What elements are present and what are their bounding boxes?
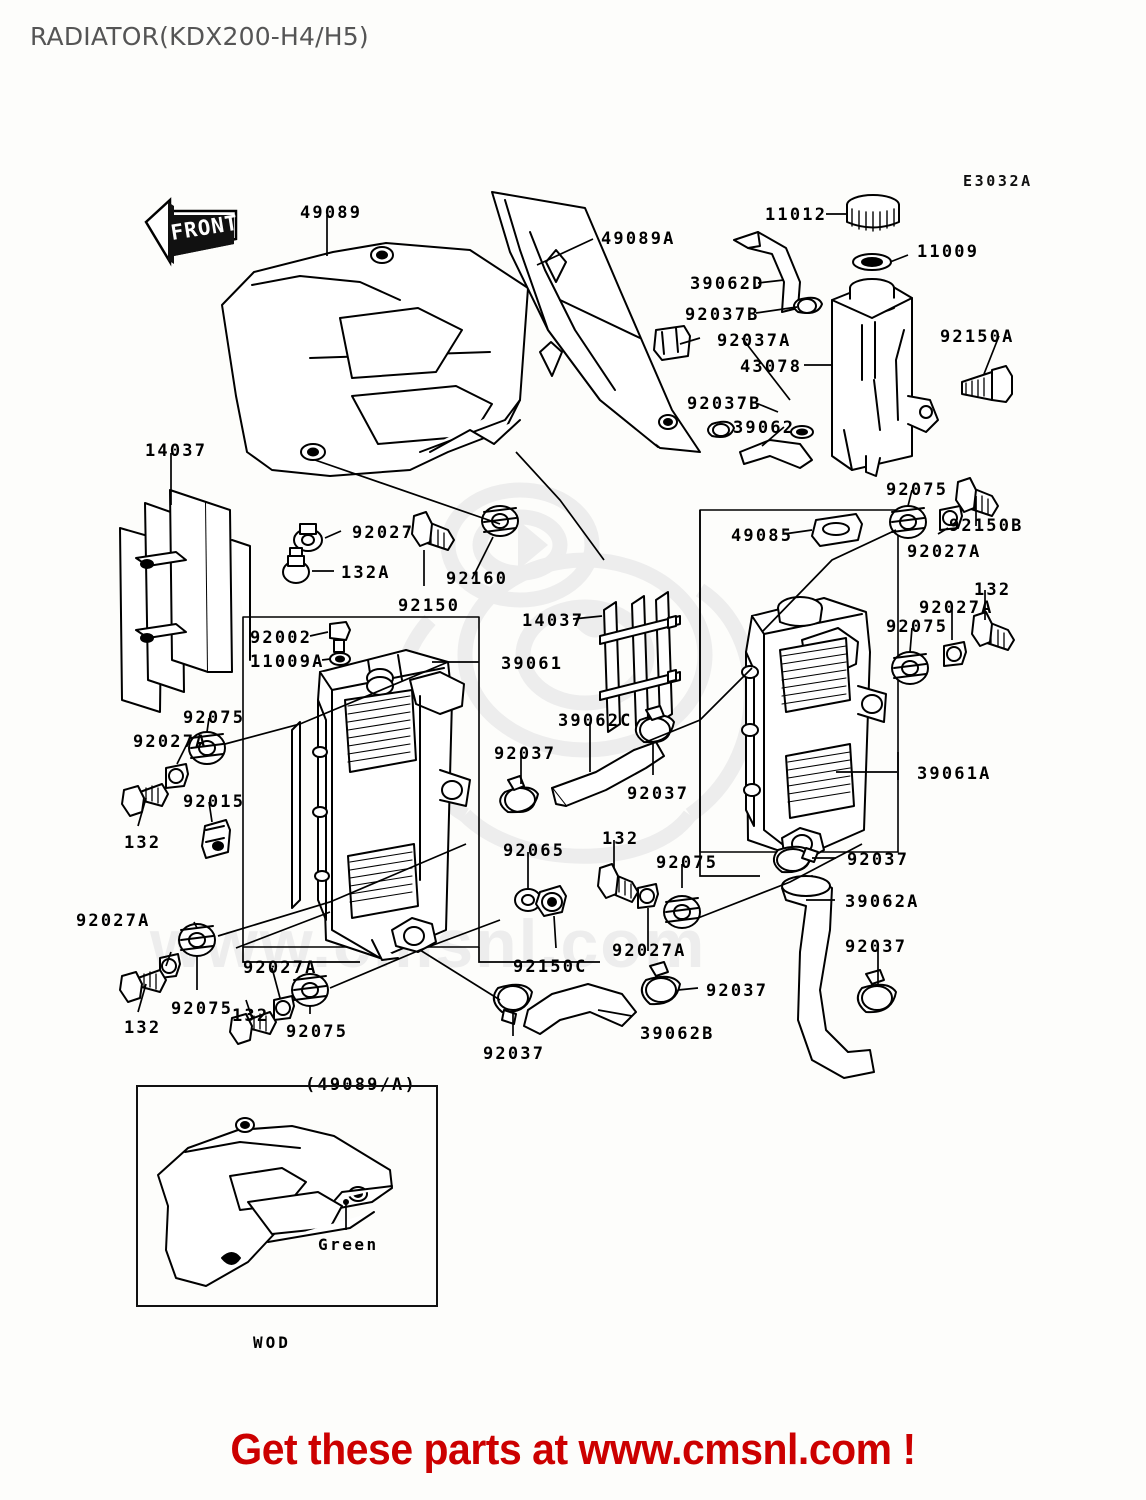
part-callout-92037b[interactable]: 92037B — [685, 305, 760, 325]
part-callout-92027a[interactable]: 92027A — [612, 941, 687, 961]
part-callout-39062[interactable]: 39062 — [733, 418, 796, 438]
part-callout-92037[interactable]: 92037 — [483, 1044, 546, 1064]
part-callout-92015[interactable]: 92015 — [183, 792, 246, 812]
part-callout-11009a[interactable]: 11009A — [250, 652, 325, 672]
part-callout-92075[interactable]: 92075 — [886, 480, 949, 500]
part-callout-92002[interactable]: 92002 — [250, 628, 313, 648]
part-callout-92037[interactable]: 92037 — [845, 937, 908, 957]
part-callout-92037[interactable]: 92037 — [847, 850, 910, 870]
part-callout-39062b[interactable]: 39062B — [640, 1024, 715, 1044]
page-title: RADIATOR(KDX200-H4/H5) — [30, 22, 369, 51]
front-direction-arrow-icon: FRONT — [144, 197, 240, 267]
part-callout-39062c[interactable]: 39062C — [558, 711, 633, 731]
part-callout-49085[interactable]: 49085 — [731, 526, 794, 546]
part-callout-39061[interactable]: 39061 — [501, 654, 564, 674]
part-callout-92027a[interactable]: 92027A — [243, 958, 318, 978]
part-callout-14037[interactable]: 14037 — [522, 611, 585, 631]
part-callout-92150b[interactable]: 92150B — [949, 516, 1024, 536]
inset-footer-code: WOD — [253, 1333, 291, 1352]
part-callout-92037[interactable]: 92037 — [494, 744, 557, 764]
part-callout-92075[interactable]: 92075 — [183, 708, 246, 728]
part-callout-132[interactable]: 132 — [124, 833, 162, 853]
part-callout-39061a[interactable]: 39061A — [917, 764, 992, 784]
diagram-code: E3032A — [963, 172, 1033, 190]
part-callout-92037b[interactable]: 92037B — [687, 394, 762, 414]
part-callout-39062a[interactable]: 39062A — [845, 892, 920, 912]
part-callout-92150a[interactable]: 92150A — [940, 327, 1015, 347]
part-callout-92160[interactable]: 92160 — [446, 569, 509, 589]
part-callout-132[interactable]: 132 — [974, 580, 1012, 600]
part-callout-43078[interactable]: 43078 — [740, 357, 803, 377]
part-callout-92027a[interactable]: 92027A — [907, 542, 982, 562]
part-callout-11009[interactable]: 11009 — [917, 242, 980, 262]
part-callout-92075[interactable]: 92075 — [171, 999, 234, 1019]
part-callout-92150c[interactable]: 92150C — [513, 957, 588, 977]
part-callout-92150[interactable]: 92150 — [398, 596, 461, 616]
part-callout-92075[interactable]: 92075 — [286, 1022, 349, 1042]
part-callout-92027[interactable]: 92027 — [352, 523, 415, 543]
part-callout-49089[interactable]: 49089 — [300, 203, 363, 223]
part-callout-132[interactable]: 132 — [124, 1018, 162, 1038]
part-callout-92027a[interactable]: 92027A — [133, 732, 208, 752]
part-callout-132[interactable]: 132 — [232, 1006, 270, 1026]
inset-color-label: Green — [318, 1235, 379, 1254]
part-callout-92037[interactable]: 92037 — [706, 981, 769, 1001]
part-callout-49089a[interactable]: 49089A — [601, 229, 676, 249]
part-callout-132[interactable]: 132 — [602, 829, 640, 849]
part-callout-92075[interactable]: 92075 — [656, 853, 719, 873]
part-callout-92037a[interactable]: 92037A — [717, 331, 792, 351]
part-callout-14037[interactable]: 14037 — [145, 441, 208, 461]
cmsnl-footer-cta[interactable]: Get these parts at www.cmsnl.com ! — [230, 1425, 916, 1474]
part-callout-92065[interactable]: 92065 — [503, 841, 566, 861]
part-callout-11012[interactable]: 11012 — [765, 205, 828, 225]
part-callout-132a[interactable]: 132A — [341, 563, 391, 583]
part-callout-92027a[interactable]: 92027A — [76, 911, 151, 931]
part-callout-92027a[interactable]: 92027A — [919, 598, 994, 618]
part-callout-92075[interactable]: 92075 — [886, 617, 949, 637]
inset-box — [136, 1085, 438, 1307]
part-callout-92037[interactable]: 92037 — [627, 784, 690, 804]
part-callout-39062d[interactable]: 39062D — [690, 274, 765, 294]
